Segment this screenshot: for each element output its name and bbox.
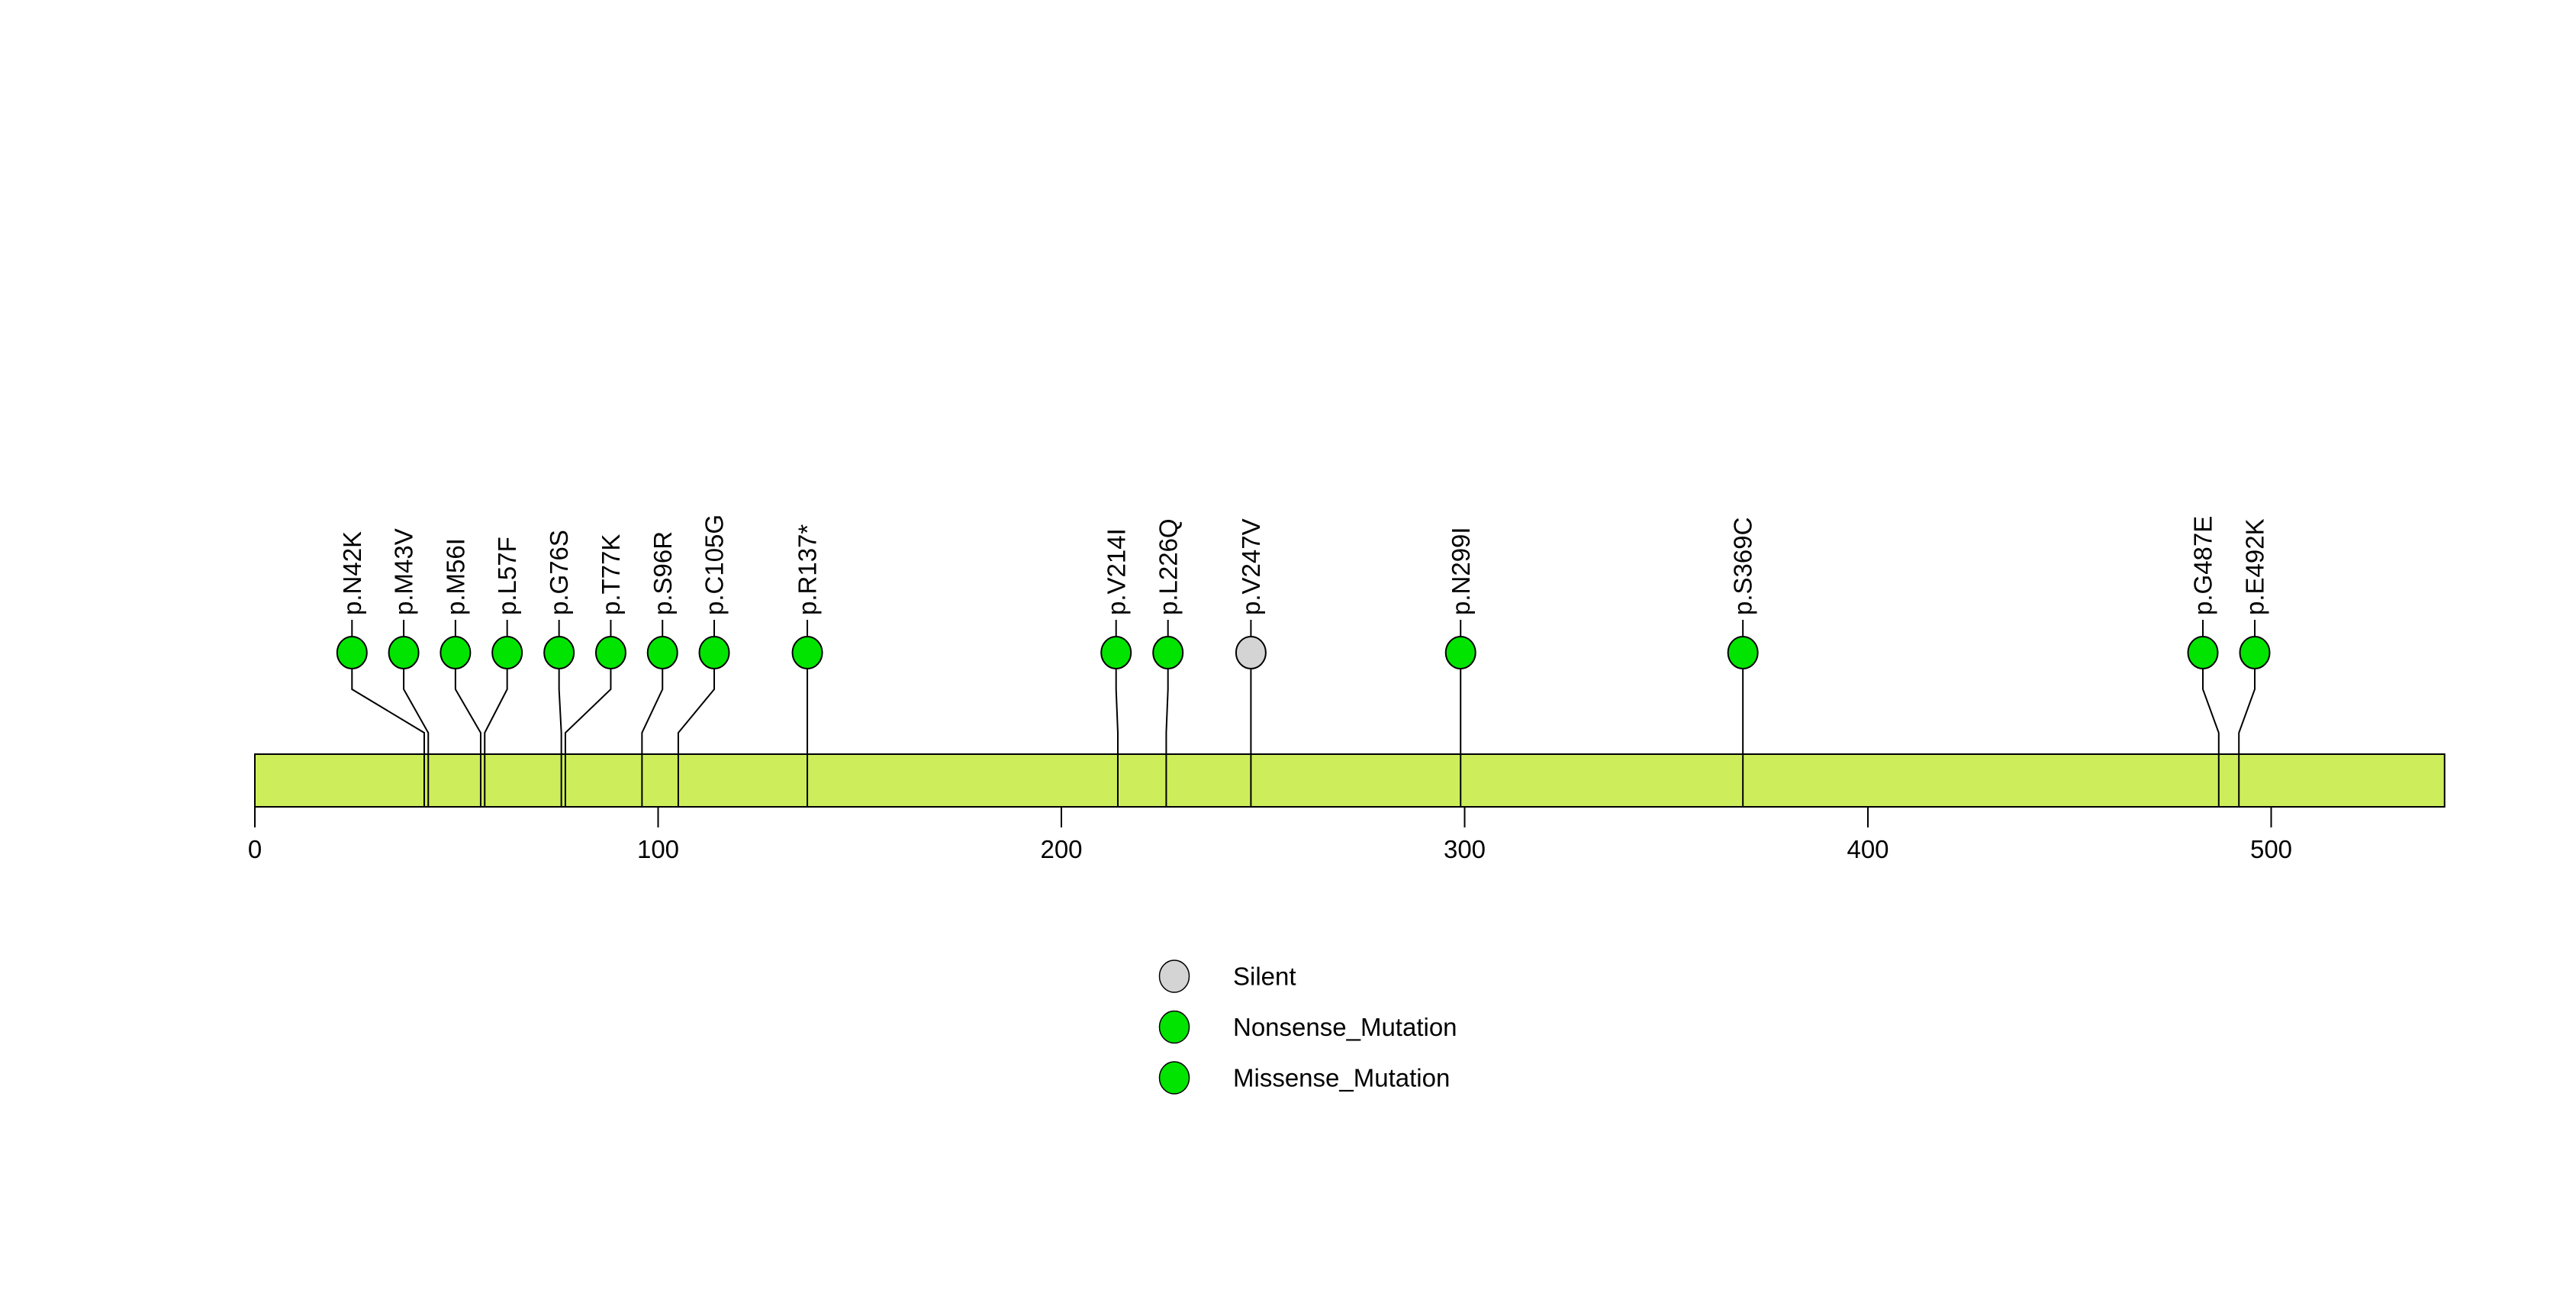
x-axis-tick-label: 0	[248, 835, 262, 863]
mutation-circle	[1100, 636, 1132, 669]
mutation-circle	[698, 636, 730, 669]
mutation-circle	[1235, 636, 1267, 669]
x-axis-tick-label: 200	[1040, 835, 1082, 863]
legend-label: Silent	[1233, 963, 1296, 991]
mutation-label: p.S369C	[1729, 518, 1757, 615]
mutation-label: p.E492K	[2241, 518, 2269, 615]
mutation-circle	[791, 636, 823, 669]
mutation-label: p.M43V	[390, 528, 418, 615]
mutation-lollipops: p.N42K p.M43V p.M56I p.L57F p.G76S p.T77K p.S9…	[336, 514, 2271, 669]
legend-label: Missense_Mutation	[1233, 1064, 1450, 1092]
x-axis-tick-label: 500	[2250, 835, 2292, 863]
mutation-label: p.L57F	[493, 537, 521, 615]
mutation-label: p.C105G	[700, 514, 729, 615]
mutation-label: p.V247V	[1237, 518, 1265, 615]
mutation-circle	[2239, 636, 2271, 669]
legend-swatch	[1158, 1061, 1190, 1095]
mutation-label: p.R137*	[794, 524, 822, 615]
mutation-circle	[543, 636, 575, 669]
legend-label: Nonsense_Mutation	[1233, 1013, 1457, 1041]
legend-item: Nonsense_Mutation	[1158, 1010, 1457, 1044]
mutation-circle	[1444, 636, 1476, 669]
protein-backbone	[254, 753, 2446, 808]
mutation-circle	[336, 636, 368, 669]
legend-item: Missense_Mutation	[1158, 1061, 1450, 1095]
mutation-label: p.L226Q	[1154, 518, 1182, 615]
x-axis-tick-label: 300	[1444, 835, 1486, 863]
x-axis: 0 100 200 300 400 500	[248, 807, 2292, 863]
legend-swatch	[1158, 1010, 1190, 1044]
mutation-label: p.G76S	[545, 530, 573, 615]
legend-swatch	[1158, 959, 1190, 993]
mutation-circle	[388, 636, 420, 669]
mutation-circle	[1727, 636, 1759, 669]
x-axis-tick-label: 100	[637, 835, 679, 863]
mutation-circle	[594, 636, 626, 669]
mutation-label: p.M56I	[441, 538, 469, 615]
mutation-label: p.N299I	[1447, 527, 1475, 615]
mutation-label: p.S96R	[649, 531, 677, 615]
backbone-rect	[254, 753, 2446, 808]
mutation-circle	[646, 636, 678, 669]
mutation-circle	[491, 636, 523, 669]
x-axis-tick-label: 400	[1847, 835, 1889, 863]
legend-item: Silent	[1158, 959, 1296, 993]
mutation-label: p.N42K	[338, 531, 366, 615]
mutation-label: p.V214I	[1102, 528, 1130, 615]
mutation-circle	[2187, 636, 2219, 669]
mutation-circle	[1152, 636, 1184, 669]
mutation-label: p.G487E	[2189, 516, 2217, 615]
mutation-label: p.T77K	[597, 534, 625, 615]
mutation-circle	[440, 636, 472, 669]
